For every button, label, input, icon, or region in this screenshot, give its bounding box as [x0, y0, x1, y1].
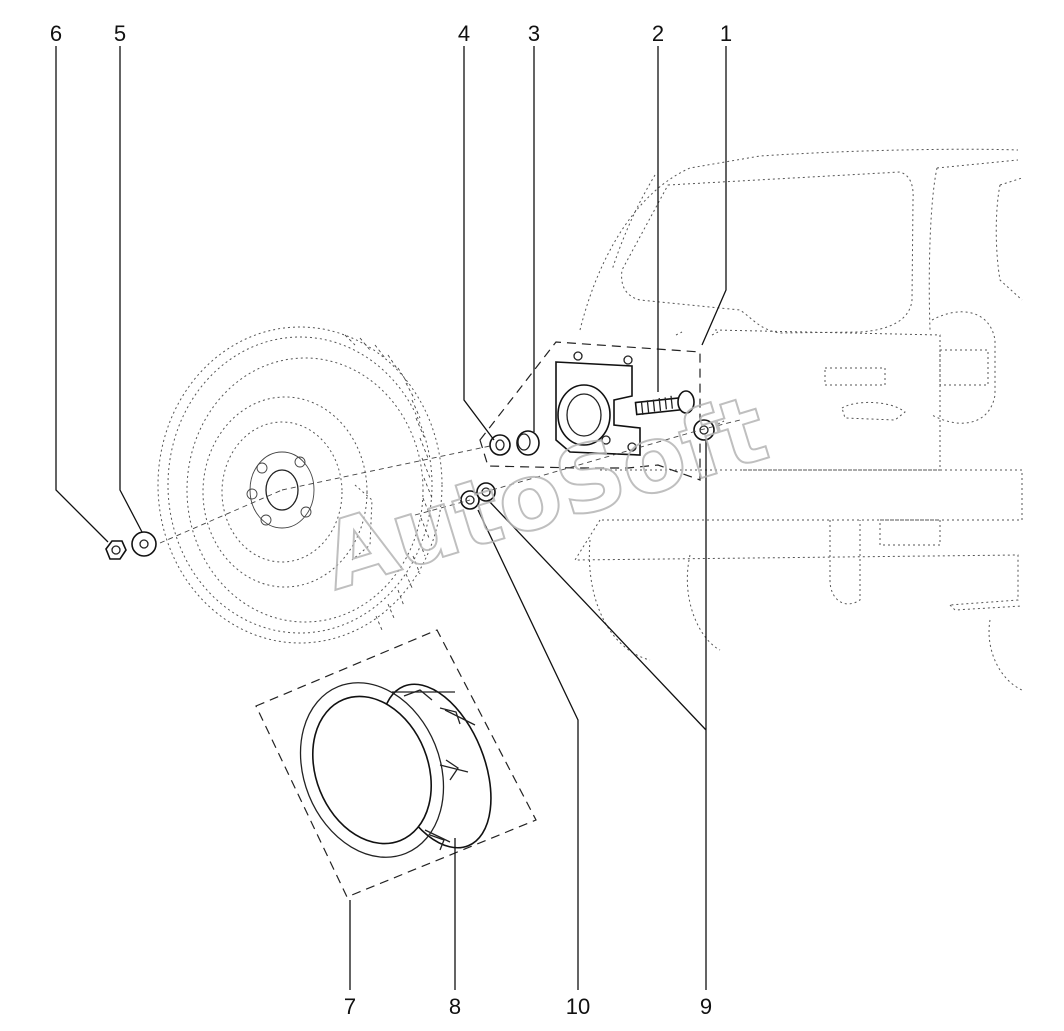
- callout-10: 10: [566, 994, 590, 1019]
- callout-labels: 1 2 3 4 5 6 7 8 9 10: [50, 21, 732, 1019]
- vehicle-rear-outline: [574, 148, 1023, 691]
- spare-wheel: [157, 326, 443, 644]
- watermark: AutoSoft: [310, 375, 779, 611]
- leader-4: [463, 46, 495, 441]
- leader-5: [119, 46, 143, 533]
- leader-9: [487, 440, 707, 990]
- leader-1: [701, 46, 727, 346]
- callout-4: 4: [458, 21, 470, 46]
- leader-lines: [55, 46, 727, 990]
- assembly-axes: [159, 419, 741, 544]
- callout-3: 3: [528, 21, 540, 46]
- callout-8: 8: [449, 994, 461, 1019]
- leader-10: [477, 509, 579, 990]
- callout-7: 7: [344, 994, 356, 1019]
- callout-2: 2: [652, 21, 664, 46]
- bracket-assembly: [479, 341, 701, 481]
- wheel-cover-assembly: [255, 629, 537, 898]
- callout-6: 6: [50, 21, 62, 46]
- callout-1: 1: [720, 21, 732, 46]
- callout-5: 5: [114, 21, 126, 46]
- callout-9: 9: [700, 994, 712, 1019]
- leader-6: [55, 46, 109, 543]
